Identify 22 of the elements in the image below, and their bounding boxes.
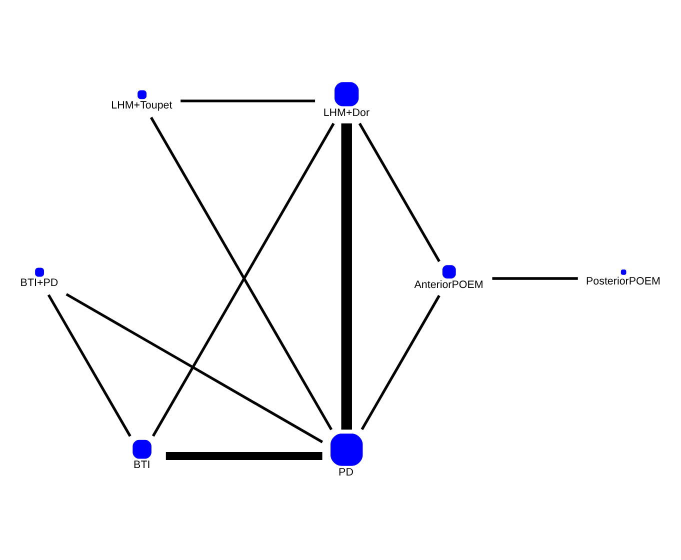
- connector: [180, 99, 316, 102]
- connector: [492, 276, 578, 280]
- connector: [47, 294, 132, 436]
- node-circle: [334, 82, 359, 106]
- node-label: PD: [338, 466, 354, 478]
- node-circle: [138, 90, 147, 99]
- connector: [360, 294, 440, 430]
- node-circle: [620, 269, 626, 274]
- node-label: LHM+Dor: [323, 106, 370, 118]
- node-circle: [330, 433, 363, 466]
- connector: [166, 452, 322, 460]
- connector: [66, 292, 324, 443]
- node-label: LHM+Toupet: [111, 99, 172, 112]
- connector: [358, 122, 440, 262]
- connector: [341, 122, 352, 430]
- node-circle: [35, 267, 44, 276]
- node-label: BTI+PD: [20, 276, 58, 289]
- node-circle: [442, 264, 456, 278]
- node-label: PosteriorPOEM: [586, 274, 660, 287]
- node-label: AnteriorPOEM: [414, 278, 484, 290]
- node-circle: [132, 439, 152, 458]
- node-label: BTI: [134, 458, 150, 471]
